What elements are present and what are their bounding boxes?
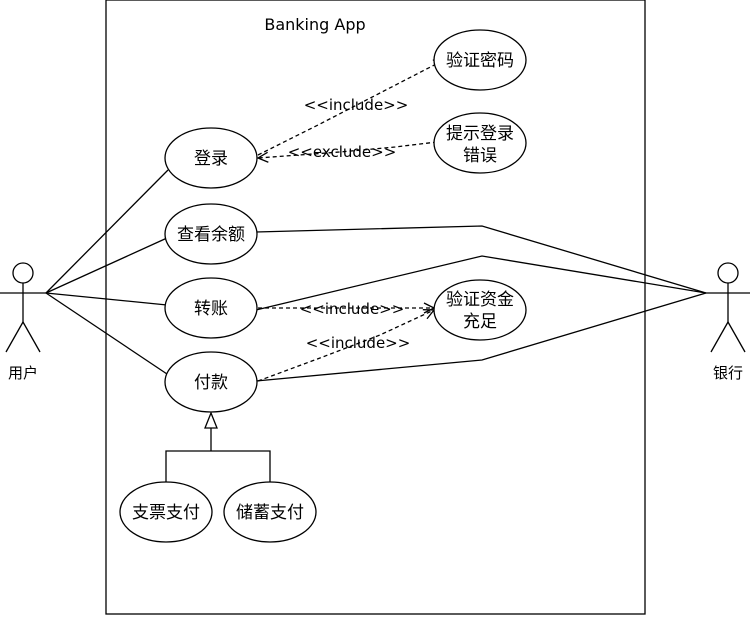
use-case-savings-payment: 储蓄支付 <box>223 481 317 543</box>
svg-text:储蓄支付: 储蓄支付 <box>236 503 304 523</box>
svg-text:验证资金: 验证资金 <box>446 290 514 310</box>
generalization <box>165 411 271 484</box>
actor-bank-icon <box>706 262 750 353</box>
svg-text:登录: 登录 <box>194 149 228 169</box>
actor-bank-label: 银行 <box>713 364 743 382</box>
svg-text:支票支付: 支票支付 <box>132 503 200 523</box>
include-label-transfer-funds: <<include>> <box>300 300 405 318</box>
svg-text:验证密码: 验证密码 <box>446 51 514 71</box>
actor-user-icon <box>0 262 46 353</box>
use-case-login: 登录 <box>164 127 258 189</box>
svg-text:提示登录: 提示登录 <box>446 124 514 144</box>
include-label-verify-password: <<include>> <box>304 96 409 114</box>
use-case-check-payment: 支票支付 <box>119 481 213 543</box>
use-case-transfer: 转账 <box>164 277 258 339</box>
user-associations <box>45 169 169 375</box>
include-label-payment-funds: <<include>> <box>306 334 411 352</box>
dependency-relations <box>258 60 444 382</box>
bank-associations <box>255 225 707 382</box>
svg-text:错误: 错误 <box>463 146 497 166</box>
use-case-login-error: 提示登录 错误 <box>433 112 527 174</box>
use-case-verify-password: 验证密码 <box>433 29 527 91</box>
use-case-balance: 查看余额 <box>164 203 258 265</box>
use-case-payment: 付款 <box>164 351 258 413</box>
svg-text:付款: 付款 <box>194 373 228 393</box>
exclude-label-login-error: <<exclude>> <box>288 143 397 161</box>
system-boundary <box>105 0 646 615</box>
svg-text:查看余额: 查看余额 <box>177 225 245 245</box>
use-case-verify-funds: 验证资金 充足 <box>433 279 527 341</box>
actor-user-label: 用户 <box>8 364 38 382</box>
svg-text:充足: 充足 <box>463 312 497 332</box>
system-title: Banking App <box>264 15 365 34</box>
svg-text:转账: 转账 <box>194 299 228 319</box>
